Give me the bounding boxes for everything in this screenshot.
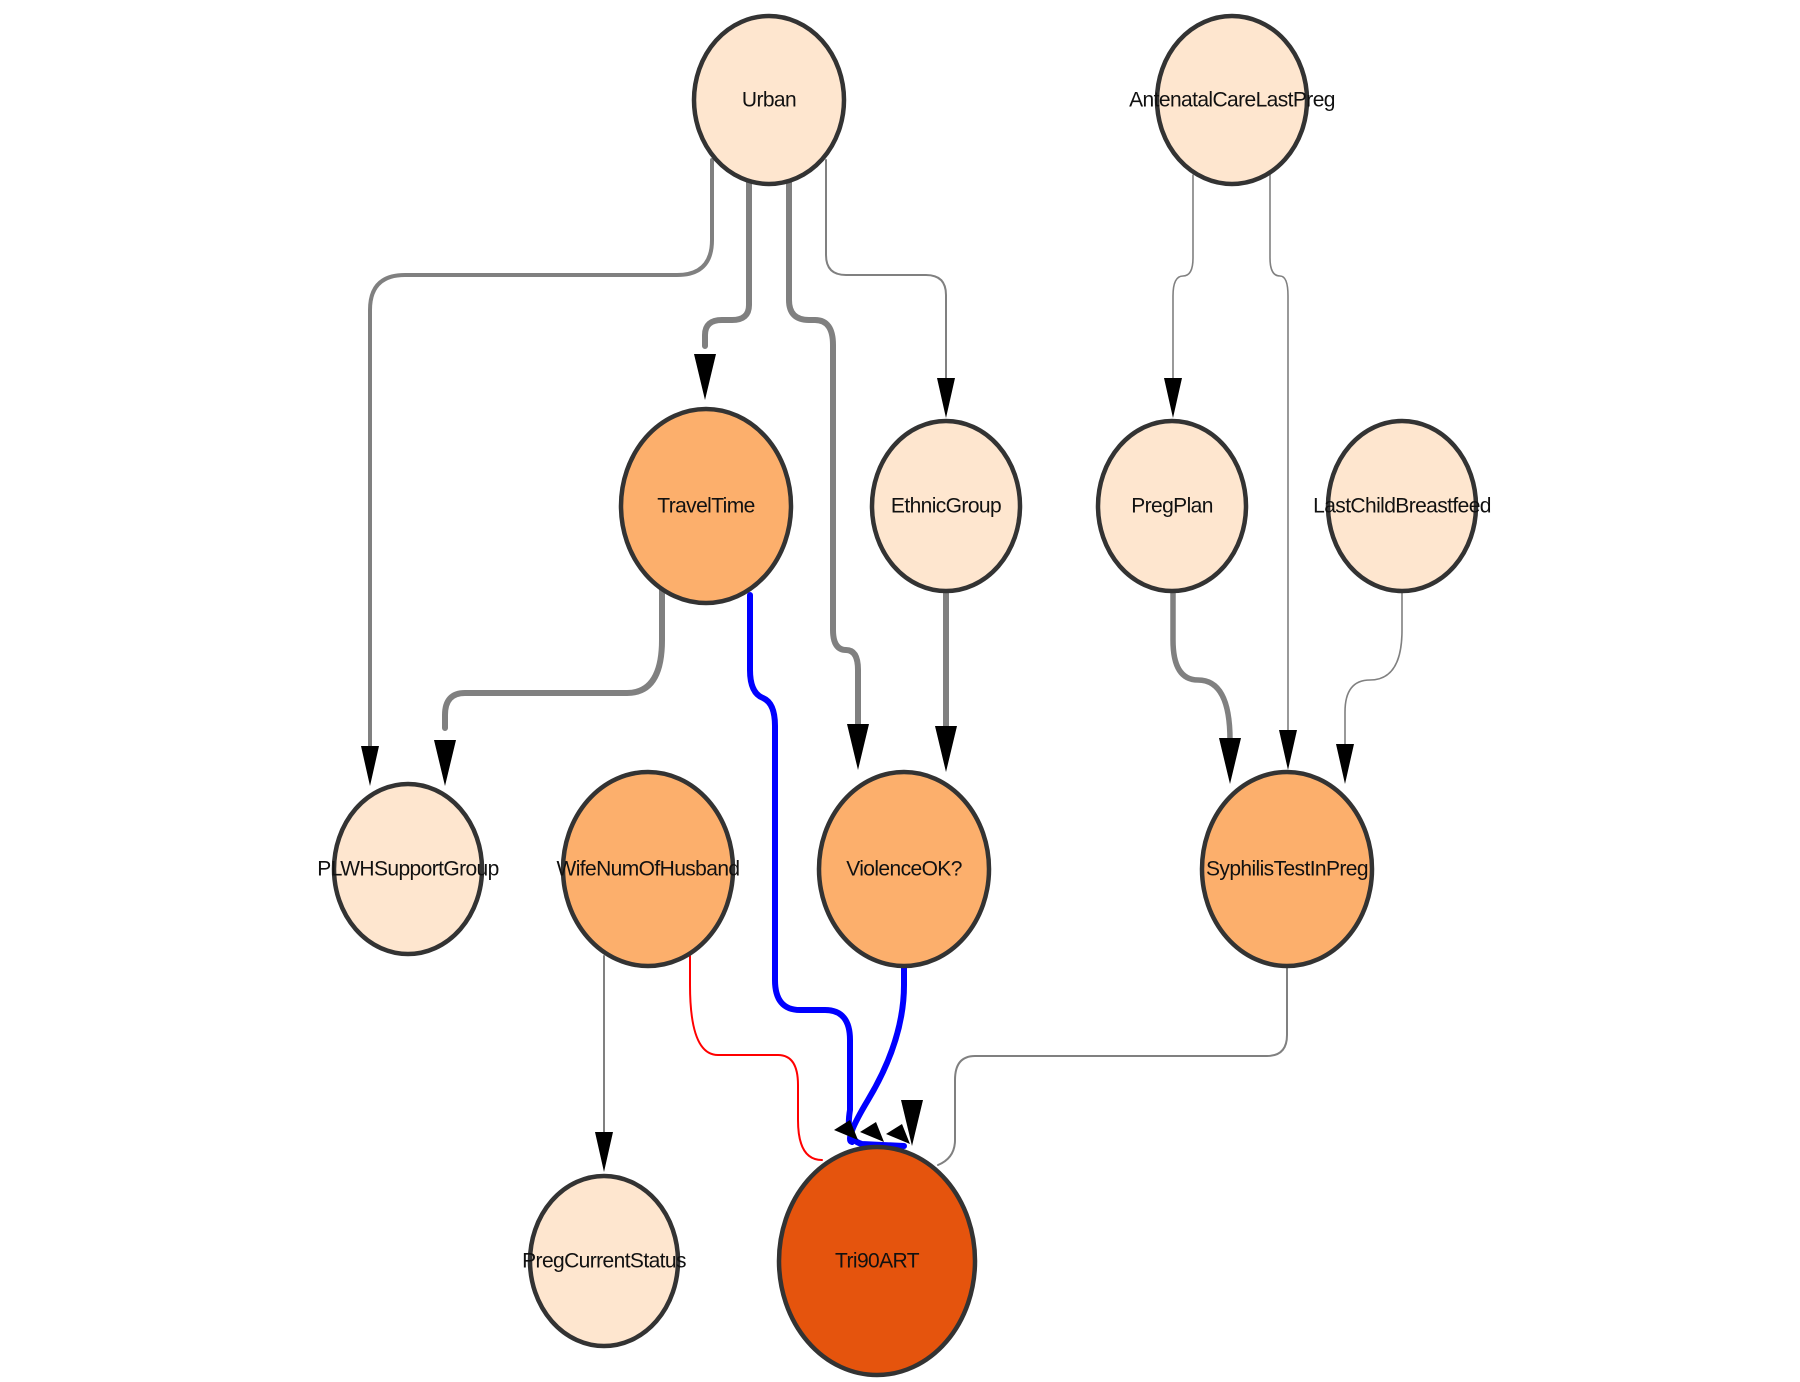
edge-line [825,159,947,379]
edge-pregplan-to-syphilis [1170,588,1241,784]
node-ellipse [1154,13,1310,187]
edge-travel-to-plwh [434,587,665,786]
arrowhead [1219,738,1241,784]
node-ellipse [869,418,1023,594]
node-label: PLWHSupportGroup [317,858,498,881]
node-label: Tri90ART [835,1250,920,1273]
edge-travel-to-tri90 [747,592,923,1149]
node-label: WifeNumOfHusband [557,858,740,881]
edge-line [847,963,907,1145]
arrowhead [434,740,456,786]
node-wifenum[interactable]: WifeNumOfHusband [557,769,740,969]
node-label: EthnicGroup [891,495,1001,518]
node-plwh[interactable]: PLWHSupportGroup [317,781,499,957]
node-label: AntenatalCareLastPreg [1129,89,1335,112]
node-ellipse [1199,769,1375,969]
node-label: PregPlan [1131,495,1213,518]
edge-urban-to-travel [694,179,752,400]
edge-wifenum-to-pregcurrent [595,955,613,1172]
node-tri90[interactable]: Tri90ART [776,1144,978,1378]
arrowhead [935,726,957,772]
arrowhead [361,746,379,786]
arrowhead [1336,744,1354,784]
node-ellipse [816,769,992,969]
edge-layer [361,158,1403,1172]
node-ellipse [560,769,736,969]
node-label: PregCurrentStatus [522,1250,686,1273]
edge-violence-to-tri90 [847,963,907,1145]
node-antenatal[interactable]: AntenatalCareLastPreg [1129,13,1335,187]
edge-ethnic-to-violence [935,588,957,772]
node-label: TravelTime [657,495,754,518]
arrowhead [595,1132,613,1172]
edge-line [1172,174,1194,379]
edge-line [1269,174,1289,731]
node-breastfeed[interactable]: LastChildBreastfeed [1313,418,1491,594]
node-label: SyphilisTestInPreg [1206,858,1368,881]
node-pregcurrent[interactable]: PregCurrentStatus [522,1173,687,1349]
edge-line [1344,590,1403,745]
edge-line [442,587,665,731]
edge-breastfeed-to-syphilis [1336,590,1403,784]
node-violence[interactable]: ViolenceOK? [816,769,992,969]
edge-urban-to-plwh [361,158,714,786]
node-ellipse [691,13,847,187]
node-ellipse [1325,418,1479,594]
edge-line [702,179,752,349]
node-label: LastChildBreastfeed [1313,495,1491,518]
edge-line [937,965,1288,1166]
node-ethnic[interactable]: EthnicGroup [869,418,1023,594]
arrowhead [860,1122,884,1142]
node-syphilis[interactable]: SyphilisTestInPreg [1199,769,1375,969]
arrowhead [834,1120,858,1140]
edge-line [786,179,861,733]
node-label: ViolenceOK? [846,858,962,881]
node-ellipse [618,406,794,606]
arrowhead [847,724,869,770]
node-ellipse [776,1144,978,1378]
node-travel[interactable]: TravelTime [618,406,794,606]
edge-line [368,158,714,748]
edge-syphilis-to-tri90 [937,965,1288,1166]
arrowhead [937,378,955,418]
edge-wifenum-to-tri90 [689,955,823,1161]
arrowhead [901,1100,923,1146]
node-ellipse [1095,418,1249,594]
edge-line [689,955,823,1161]
node-pregplan[interactable]: PregPlan [1095,418,1249,594]
arrowhead [886,1124,910,1144]
edge-urban-to-violence [786,179,869,770]
node-label: Urban [742,89,796,112]
edge-urban-to-ethnic [825,159,955,418]
edge-line [1170,588,1233,743]
arrowhead [694,354,716,400]
node-ellipse [527,1173,681,1349]
node-urban[interactable]: Urban [691,13,847,187]
arrowhead [1279,730,1297,770]
node-ellipse [331,781,485,957]
edge-antenatal-to-syphilis [1269,174,1297,770]
edge-antenatal-to-pregplan [1164,174,1194,418]
edge-line [747,592,907,1149]
arrowhead [1164,378,1182,418]
